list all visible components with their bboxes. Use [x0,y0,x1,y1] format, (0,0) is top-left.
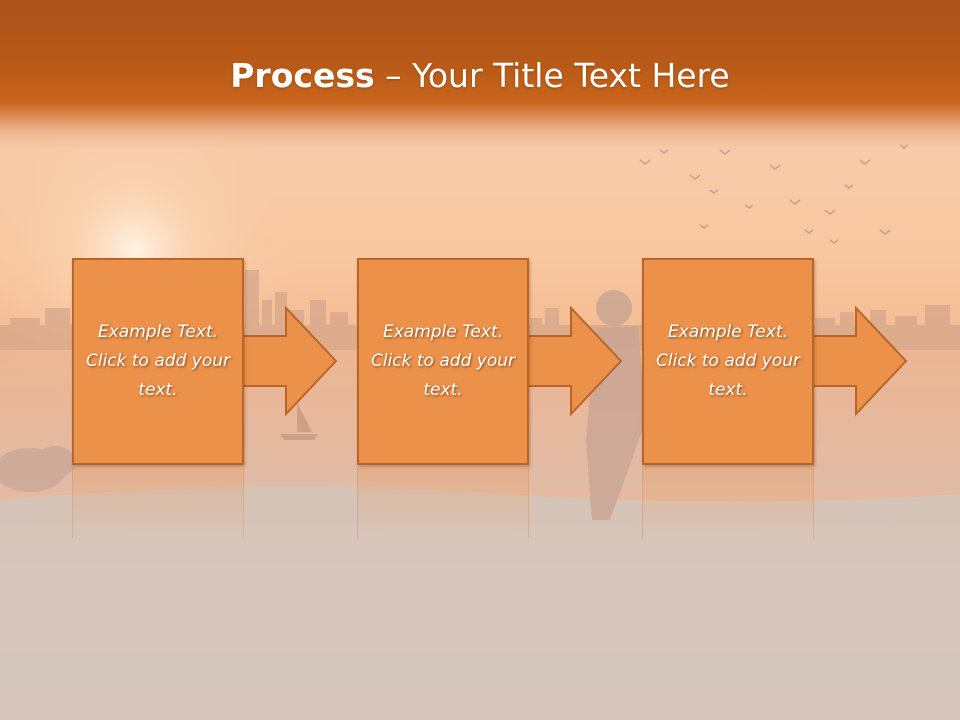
process-box-1[interactable]: Example Text. Click to add your text. [72,258,244,465]
arrow-right-icon [241,305,338,417]
process-box-3[interactable]: Example Text. Click to add your text. [642,258,814,465]
title-rest: – Your Title Text Here [374,56,730,95]
arrow-right-icon [811,305,908,417]
process-box-text: Example Text. Click to add your text. [370,322,515,400]
process-box-text: Example Text. Click to add your text. [85,322,230,400]
shrubs [0,446,75,492]
arrow-right-icon [526,305,623,417]
process-box-2[interactable]: Example Text. Click to add your text. [357,258,529,465]
sailboat [280,402,318,440]
title-bar [0,0,960,150]
process-box-reflection [72,468,244,538]
process-box-reflection [642,468,814,538]
process-box-reflection [357,468,529,538]
shore [0,486,960,720]
process-box-text: Example Text. Click to add your text. [655,322,800,400]
title-bold: Process [230,56,375,95]
slide-title[interactable]: Process – Your Title Text Here [0,52,960,100]
